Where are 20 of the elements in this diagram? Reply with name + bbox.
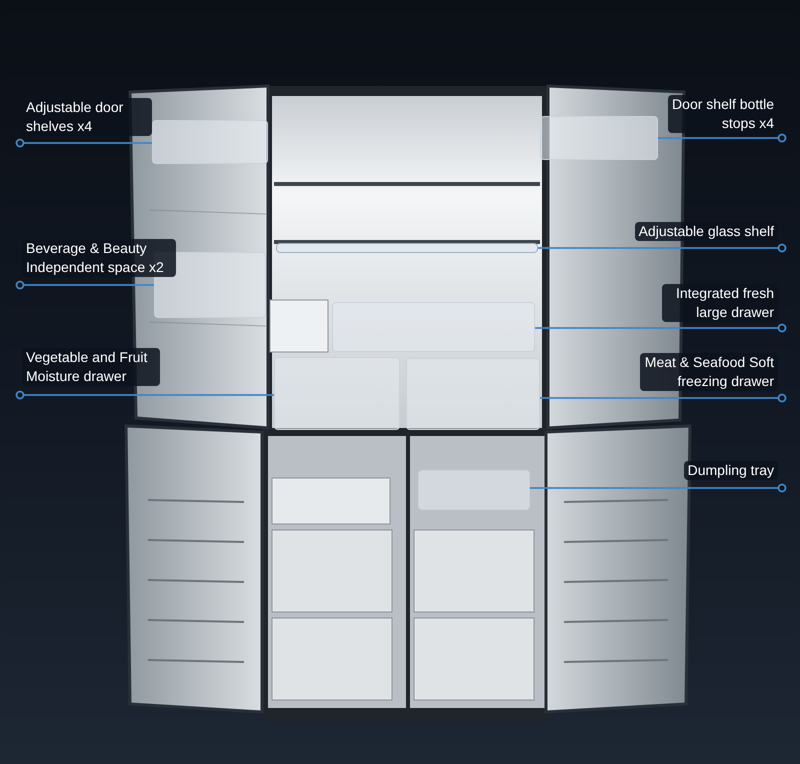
leader-line — [16, 138, 152, 148]
callout-label: Dumpling tray — [684, 461, 778, 480]
drawer-bin — [274, 357, 400, 430]
callout-label: Vegetable and Fruit Moisture drawer — [22, 348, 160, 386]
leader-line — [16, 280, 154, 290]
drawer-bin — [406, 358, 540, 430]
glass-shelf — [276, 243, 538, 253]
leader-line — [530, 484, 786, 492]
callout-label: Integrated fresh large drawer — [662, 284, 778, 322]
drawer-bin — [152, 120, 268, 164]
drawer-bin — [332, 302, 535, 352]
callout-label: Meat & Seafood Soft freezing drawer — [640, 353, 778, 391]
leader-line — [535, 324, 786, 332]
drawer-bin — [540, 116, 658, 160]
leader-line — [540, 394, 786, 402]
callout-label: Beverage & Beauty Independent space x2 — [22, 239, 176, 277]
leader-line — [538, 244, 786, 252]
leader-line — [658, 134, 786, 142]
leader-line — [16, 390, 274, 400]
drawer-bin — [418, 470, 530, 510]
